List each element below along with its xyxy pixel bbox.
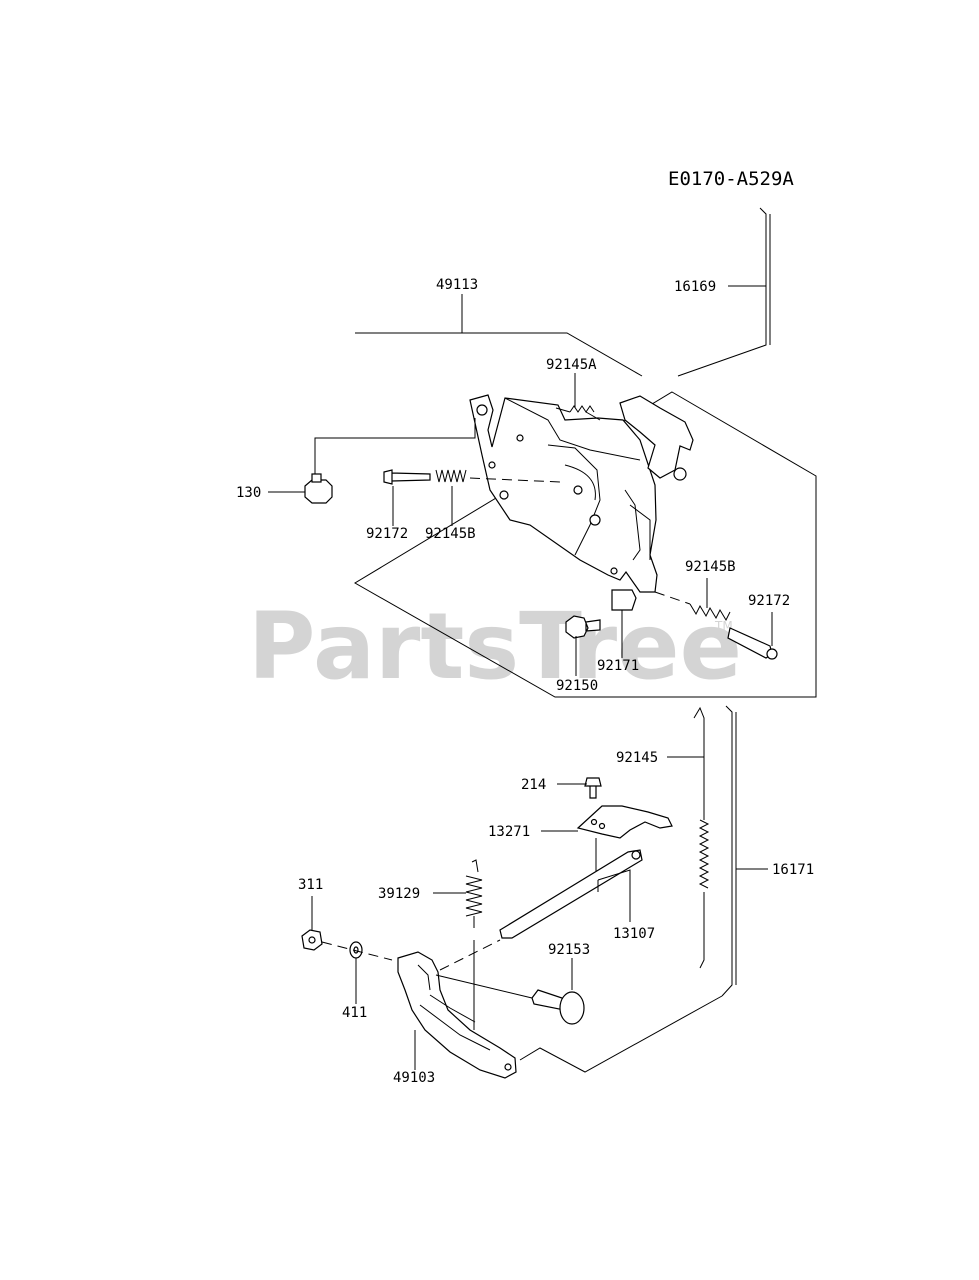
- watermark-text: PartsTree: [248, 593, 742, 700]
- watermark-tm: TM: [714, 619, 733, 633]
- label-92153: 92153: [548, 942, 590, 958]
- screw-214: [584, 777, 602, 799]
- label-92145: 92145: [616, 750, 658, 766]
- label-92145A: 92145A: [546, 357, 597, 373]
- group-outline-49113: [354, 332, 817, 698]
- rod-16171: [721, 705, 737, 997]
- diagram-code: E0170-A529A: [668, 168, 794, 190]
- spring-92145B-left: [435, 469, 467, 483]
- bolt-130: [304, 479, 333, 504]
- label-92145B-right: 92145B: [685, 559, 736, 575]
- label-49113: 49113: [436, 277, 478, 293]
- spring-92145B-right: [689, 603, 731, 622]
- rod-16169: [677, 207, 767, 377]
- governor-arm-49103: [397, 951, 517, 1079]
- upper-lever-bracket: [619, 395, 694, 479]
- bolt-92150: [565, 615, 601, 639]
- label-92171: 92171: [597, 658, 639, 674]
- shaft-13107: [499, 849, 643, 939]
- label-411: 411: [342, 1005, 367, 1021]
- spring-92145: [693, 706, 705, 820]
- label-49103: 49103: [393, 1070, 435, 1086]
- label-92172-right: 92172: [748, 593, 790, 609]
- label-16169: 16169: [674, 279, 716, 295]
- label-92172-left: 92172: [366, 526, 408, 542]
- control-plate-49113: [469, 394, 658, 593]
- label-92150: 92150: [556, 678, 598, 694]
- label-16171: 16171: [772, 862, 814, 878]
- label-13107: 13107: [613, 926, 655, 942]
- label-92145B-left: 92145B: [425, 526, 476, 542]
- label-311: 311: [298, 877, 323, 893]
- label-130: 130: [236, 485, 261, 501]
- spring-92145A: [555, 405, 601, 421]
- label-13271: 13271: [488, 824, 530, 840]
- clip-92171: [611, 589, 637, 611]
- screw-92172-left: [383, 469, 431, 485]
- spring-39129: [465, 859, 483, 928]
- plate-13271: [576, 805, 673, 839]
- label-214: 214: [521, 777, 546, 793]
- label-39129: 39129: [378, 886, 420, 902]
